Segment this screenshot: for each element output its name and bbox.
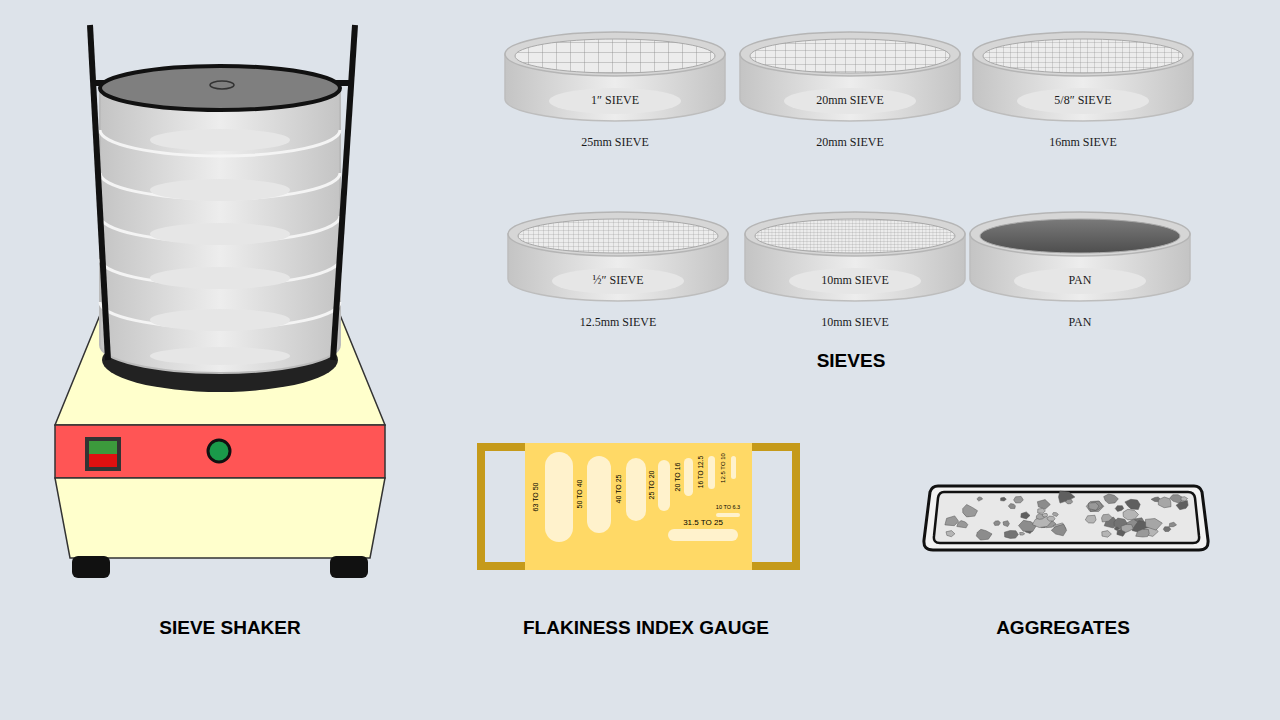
aggregate-stone bbox=[1065, 500, 1072, 504]
slot-size-label: 20 TO 16 bbox=[674, 463, 681, 492]
sieve: 10mm SIEVE 10mm SIEVE bbox=[740, 202, 970, 334]
slot-size-label: 10 TO 6.3 bbox=[716, 505, 740, 511]
aggregate-stone bbox=[1158, 497, 1171, 508]
aggregate-stone bbox=[1059, 491, 1075, 503]
sieve-outline bbox=[735, 22, 965, 154]
slot-size-label: 25 TO 20 bbox=[648, 471, 655, 500]
sieve-label: 1″ SIEVE bbox=[591, 94, 639, 107]
sieve-outline bbox=[503, 202, 733, 334]
aggregate-stone bbox=[1004, 531, 1018, 539]
sieve-caption: 16mm SIEVE bbox=[1049, 136, 1117, 149]
aggregate-stone bbox=[976, 529, 992, 540]
aggregate-stone bbox=[1181, 497, 1188, 501]
sieve-label: 5/8″ SIEVE bbox=[1054, 94, 1111, 107]
sieve-outline bbox=[965, 202, 1195, 334]
aggregate-stone bbox=[1123, 509, 1139, 520]
sieve-outline bbox=[500, 22, 730, 154]
aggregate-stone bbox=[994, 521, 1001, 526]
aggregate-stone bbox=[1089, 501, 1103, 511]
aggregate-stone bbox=[1008, 504, 1015, 509]
sieve-caption: PAN bbox=[1069, 316, 1092, 329]
slot-size-label: 31.5 TO 25 bbox=[683, 519, 723, 527]
aggregate-stone bbox=[1020, 533, 1025, 536]
aggregate-stone bbox=[1115, 506, 1124, 512]
aggregate-stone bbox=[1136, 529, 1150, 537]
caption-label: SIEVES bbox=[817, 351, 886, 370]
sieve-caption: 12.5mm SIEVE bbox=[580, 316, 657, 329]
sieve: ½″ SIEVE 12.5mm SIEVE bbox=[503, 202, 733, 334]
slot-size-label: 12.5 TO 10 bbox=[720, 453, 726, 483]
aggregate-stone bbox=[1125, 499, 1140, 509]
aggregate-stone bbox=[1115, 527, 1120, 531]
sieve-outline bbox=[740, 202, 970, 334]
sieve: 1″ SIEVE 25mm SIEVE bbox=[500, 22, 730, 154]
sieve: PAN PAN bbox=[965, 202, 1195, 334]
caption-label: FLAKINESS INDEX GAUGE bbox=[523, 618, 769, 637]
sieve-label: PAN bbox=[1069, 274, 1092, 287]
aggregate-stone bbox=[1052, 513, 1058, 517]
aggregate-stone bbox=[963, 505, 978, 517]
sieve: 20mm SIEVE 20mm SIEVE bbox=[735, 22, 965, 154]
aggregate-stone bbox=[1176, 501, 1188, 510]
aggregate-stone bbox=[1085, 515, 1096, 523]
aggregate-stone bbox=[1169, 522, 1176, 527]
aggregate-stone bbox=[957, 521, 968, 528]
aggregate-stone bbox=[1102, 514, 1113, 522]
aggregate-stone bbox=[1001, 497, 1007, 501]
aggregate-stone bbox=[1003, 521, 1009, 527]
sieve-outline bbox=[968, 22, 1198, 154]
sieve-label: ½″ SIEVE bbox=[593, 274, 644, 287]
sieve-label: 20mm SIEVE bbox=[816, 94, 884, 107]
slot-size-label: 16 TO 12.5 bbox=[698, 456, 705, 488]
caption-label: AGGREGATES bbox=[996, 618, 1130, 637]
aggregate-stone bbox=[1037, 500, 1050, 510]
slot-size-label: 40 TO 25 bbox=[615, 475, 622, 504]
aggregate-stone bbox=[1102, 531, 1112, 538]
sieve-caption: 10mm SIEVE bbox=[821, 316, 889, 329]
sieve-shaker bbox=[55, 25, 385, 578]
aggregate-stone bbox=[1038, 508, 1046, 513]
aggregate-stone bbox=[1088, 503, 1099, 511]
aggregate-stone bbox=[1086, 501, 1104, 512]
slot-size-label: 63 TO 50 bbox=[532, 483, 539, 512]
flakiness-gauge bbox=[481, 443, 796, 570]
aggregate-stone bbox=[1021, 512, 1030, 519]
aggregate-stone bbox=[1051, 524, 1066, 536]
slot-size-label: 50 TO 40 bbox=[576, 480, 583, 509]
aggregate-stone bbox=[946, 531, 955, 537]
aggregate-stone bbox=[1014, 496, 1024, 503]
sieve-label: 10mm SIEVE bbox=[821, 274, 889, 287]
sieve-caption: 20mm SIEVE bbox=[816, 136, 884, 149]
aggregate-stone bbox=[1146, 519, 1163, 531]
aggregate-tray bbox=[924, 486, 1208, 550]
sieve: 5/8″ SIEVE 16mm SIEVE bbox=[968, 22, 1198, 154]
aggregate-stone bbox=[1047, 516, 1055, 521]
aggregate-stone bbox=[1121, 525, 1133, 533]
aggregate-stone bbox=[977, 497, 982, 501]
aggregate-stone bbox=[1163, 527, 1171, 532]
aggregate-stone bbox=[1042, 514, 1048, 518]
caption-label: SIEVE SHAKER bbox=[159, 618, 300, 637]
sieve-caption: 25mm SIEVE bbox=[581, 136, 649, 149]
aggregate-stone bbox=[1104, 494, 1119, 504]
aggregate-stone bbox=[945, 516, 959, 526]
